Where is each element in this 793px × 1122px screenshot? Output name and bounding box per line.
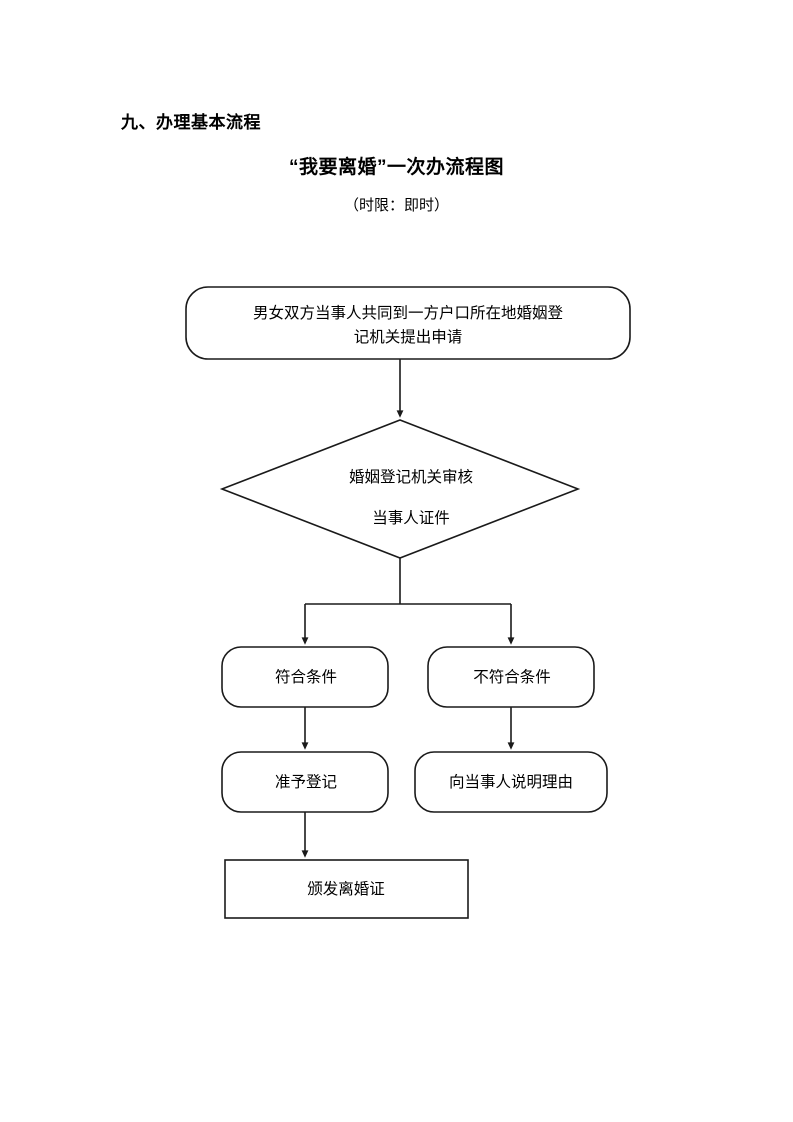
flow-node-apply-line-2: 记机关提出申请 <box>354 328 463 346</box>
flow-node-not-qualified: 不符合条件 <box>427 646 595 708</box>
flow-node-approve-label: 准予登记 <box>275 773 337 791</box>
flow-node-approve: 准予登记 <box>221 751 389 813</box>
flow-node-explain: 向当事人说明理由 <box>414 751 608 813</box>
flow-node-issue-label: 颁发离婚证 <box>307 880 385 898</box>
flow-node-review-line-2: 当事人证件 <box>372 509 450 527</box>
chart-subtitle: （时限：即时） <box>343 197 449 214</box>
flow-node-review: 婚姻登记机关审核 当事人证件 <box>219 419 581 559</box>
page-title: “我要离婚”一次办流程图 <box>288 157 504 178</box>
section-heading: 九、办理基本流程 <box>121 113 261 132</box>
flow-node-not-qualified-label: 不符合条件 <box>473 668 551 686</box>
flow-node-qualified: 符合条件 <box>221 646 389 708</box>
flow-node-review-line-1: 婚姻登记机关审核 <box>349 468 473 486</box>
flow-node-qualified-label: 符合条件 <box>275 668 337 686</box>
flow-node-apply-line-1: 男女双方当事人共同到一方户口所在地婚姻登 <box>253 303 564 322</box>
flow-node-explain-label: 向当事人说明理由 <box>449 773 573 791</box>
flow-node-apply: 男女双方当事人共同到一方户口所在地婚姻登 记机关提出申请 <box>185 286 631 360</box>
flow-node-issue: 颁发离婚证 <box>224 859 469 919</box>
